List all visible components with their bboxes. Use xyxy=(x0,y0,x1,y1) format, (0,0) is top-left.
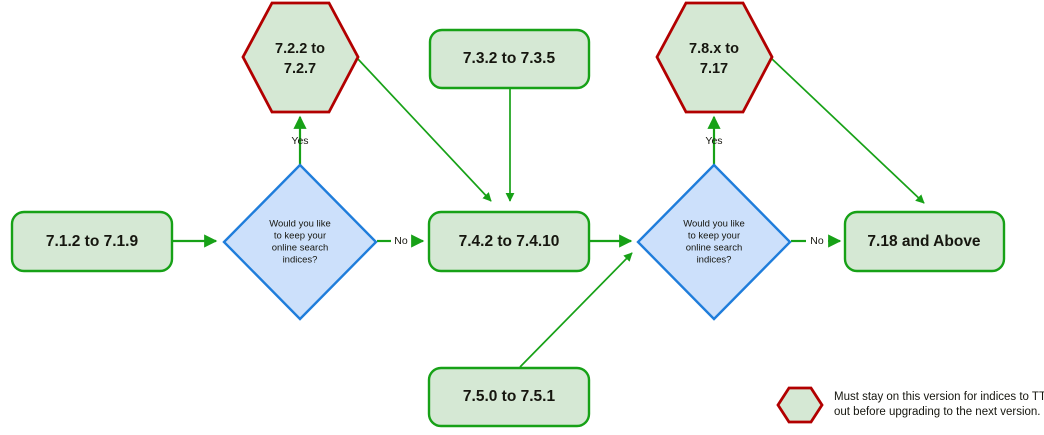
node-diamond[interactable] xyxy=(636,163,792,321)
decision-label-line2: to keep your xyxy=(688,231,740,242)
edge-line xyxy=(770,57,925,204)
node-decision-keep-indices-right[interactable]: Would you like to keep your online searc… xyxy=(636,163,792,321)
edge-line xyxy=(356,57,492,202)
legend-text-line2: out before upgrading to the next version… xyxy=(834,406,1041,418)
edge-label-yes-left: Yes xyxy=(291,135,308,147)
edge-label-yes-right: Yes xyxy=(705,135,722,147)
node-version-7-8-x-to-7-17[interactable]: 7.8.x to 7.17 xyxy=(655,1,774,114)
node-version-7-4-2-to-7-4-10[interactable]: 7.4.2 to 7.4.10 xyxy=(427,210,591,273)
node-label: 7.18 and Above xyxy=(867,233,981,250)
decision-label-line2: to keep your xyxy=(274,231,326,242)
edge-box750-to-decision-right xyxy=(519,252,633,368)
edge-decision-left-no: No xyxy=(377,234,425,248)
node-label-line1: 7.8.x to xyxy=(689,41,739,57)
node-decision-keep-indices-left[interactable]: Would you like to keep your online searc… xyxy=(222,163,378,321)
decision-label-line1: Would you like xyxy=(683,219,745,230)
edge-line xyxy=(519,252,633,368)
legend-text-line1: Must stay on this version for indices to… xyxy=(834,391,1044,403)
node-rect[interactable] xyxy=(427,210,591,273)
node-label-line2: 7.2.7 xyxy=(284,61,316,77)
node-label-line1: 7.2.2 to xyxy=(275,41,325,57)
node-version-7-1-2-to-7-1-9[interactable]: 7.1.2 to 7.1.9 xyxy=(10,210,174,273)
node-rect[interactable] xyxy=(10,210,174,273)
edge-hex-left-to-box742 xyxy=(356,57,492,202)
node-rect[interactable] xyxy=(843,210,1006,273)
edge-hex-right-to-box718 xyxy=(770,57,925,204)
node-version-7-2-2-to-7-2-7[interactable]: 7.2.2 to 7.2.7 xyxy=(241,1,360,114)
edge-label-no-left: No xyxy=(394,235,408,247)
node-label: 7.5.0 to 7.5.1 xyxy=(463,388,556,405)
node-label: 7.3.2 to 7.3.5 xyxy=(463,50,556,67)
edge-label-no-right: No xyxy=(810,235,824,247)
edge-decision-right-yes: Yes xyxy=(705,115,723,165)
node-rect[interactable] xyxy=(427,366,591,428)
node-hexagon[interactable] xyxy=(241,1,360,114)
node-diamond[interactable] xyxy=(222,163,378,321)
decision-label-line3: online search xyxy=(272,243,329,254)
edge-decision-right-no: No xyxy=(791,234,842,248)
edge-decision-left-yes: Yes xyxy=(291,115,309,165)
legend: Must stay on this version for indices to… xyxy=(776,386,1044,424)
node-hexagon[interactable] xyxy=(655,1,774,114)
decision-label-line1: Would you like xyxy=(269,219,331,230)
node-version-7-5-0-to-7-5-1[interactable]: 7.5.0 to 7.5.1 xyxy=(427,366,591,428)
node-label-line2: 7.17 xyxy=(700,61,728,77)
decision-label-line4: indices? xyxy=(697,255,732,266)
node-version-7-3-2-to-7-3-5[interactable]: 7.3.2 to 7.3.5 xyxy=(428,28,591,90)
node-label: 7.4.2 to 7.4.10 xyxy=(459,233,560,250)
decision-label-line4: indices? xyxy=(283,255,318,266)
node-rect[interactable] xyxy=(428,28,591,90)
node-label: 7.1.2 to 7.1.9 xyxy=(46,233,139,250)
decision-label-line3: online search xyxy=(686,243,743,254)
legend-hexagon-swatch-icon xyxy=(776,386,824,424)
node-version-7-18-and-above[interactable]: 7.18 and Above xyxy=(843,210,1006,273)
